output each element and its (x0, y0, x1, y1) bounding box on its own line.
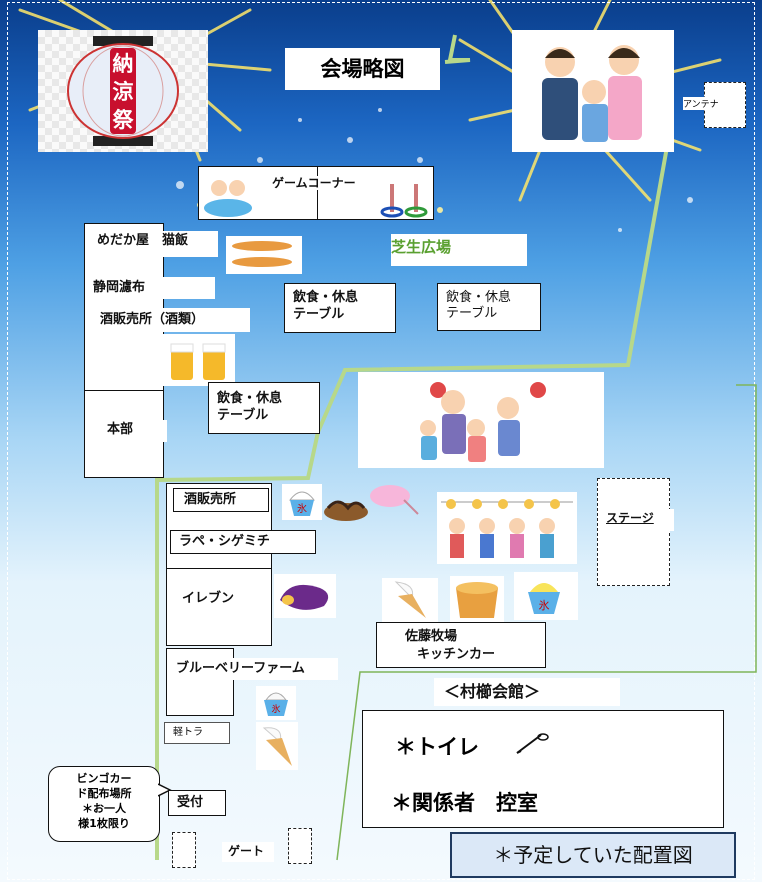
table-2-line1: 飲食・休息 (446, 290, 512, 306)
stall-keitora: 軽トラ (164, 722, 230, 744)
stall-gate: ゲート (222, 842, 274, 862)
bingo-callout: ビンゴカー ド配布場所 ＊お一人 様1枚限り (48, 766, 160, 842)
lantern-logo: 納涼祭 (38, 30, 208, 152)
bingo-line3: ＊お一人 (82, 801, 126, 815)
ice-flag-text-3: 氷 (271, 703, 280, 715)
left-block-divider (85, 390, 163, 391)
ice-flag-text-2: 氷 (539, 599, 550, 612)
bingo-line1: ビンゴカー (76, 772, 132, 785)
sato-line2: キッチンカー (417, 647, 496, 663)
game-corner-divider (317, 167, 318, 219)
shaved-ice-icon-1: 氷 (282, 484, 322, 520)
map-border (7, 2, 755, 880)
stall-honbu: 本部 (85, 420, 167, 442)
table-1-line1: 飲食・休息 (293, 290, 359, 306)
festival-crowd-illustration (358, 372, 604, 468)
table-3-line1: 飲食・休息 (217, 391, 283, 407)
shaved-ice-icon-2: 氷 (514, 572, 578, 620)
game-corner-label: ゲームコーナー (272, 176, 356, 191)
table-2: 飲食・休息 テーブル (437, 283, 541, 331)
gate-post-right (288, 828, 312, 864)
sweet-potato-icon (274, 574, 336, 618)
beer-icon (163, 334, 235, 386)
soft-cream-icon-1 (382, 578, 438, 622)
pool-icon (204, 180, 252, 217)
stage-area (597, 478, 670, 586)
sato-kitchen-car: 佐藤牧場 キッチンカー (376, 622, 546, 668)
stall-blueberry: ブルーベリーファーム (170, 658, 338, 680)
stall-stage: ステージ (602, 509, 674, 531)
page-title: 会場略図 (285, 48, 440, 90)
table-1-line2: テーブル (293, 307, 345, 323)
planned-layout-note: ＊予定していた配置図 (450, 832, 736, 878)
sato-line1: 佐藤牧場 (405, 629, 458, 645)
stall-sakaya-mid: 酒販売所 (173, 488, 269, 512)
shaved-ice-icon-3: 氷 (256, 686, 296, 720)
gate-post-left (172, 832, 196, 868)
hall-title: ＜村櫛会館＞ (434, 678, 620, 706)
pen-icon (516, 733, 549, 754)
stall-shizuoka: 静岡濾布 (85, 277, 215, 299)
pudding-icon (450, 576, 504, 622)
hall-box: ＊トイレ ＊関係者 控室 (362, 710, 724, 828)
table-3-line2: テーブル (217, 408, 269, 424)
cotton-candy-icon (370, 485, 419, 515)
soft-cream-icon-2 (256, 722, 298, 770)
lantern-text: 納涼祭 (112, 52, 134, 132)
fish-grill-icon (226, 236, 302, 274)
dancing-kids-illustration (437, 492, 577, 564)
table-1: 飲食・休息 テーブル (284, 283, 396, 333)
ice-flag-text-1: 氷 (297, 502, 307, 515)
table-3: 飲食・休息 テーブル (208, 382, 320, 434)
stall-rape: ラペ・シゲミチ (170, 530, 316, 554)
table-2-line2: テーブル (446, 306, 498, 322)
stall-sakaya-top: 酒販売所（酒類） (92, 308, 250, 332)
hall-toilet: ＊トイレ (395, 735, 479, 759)
stall-medaka: めだか屋 猫飯 (93, 231, 218, 257)
stall-eleven: イレブン (178, 588, 268, 610)
stall-uketsuke: 受付 (168, 790, 226, 816)
antenna-marker: アンテナ (683, 82, 746, 128)
shibafu-label: 芝生広場 (391, 234, 527, 266)
family-illustration (512, 30, 674, 152)
yakisoba-icon (324, 500, 368, 521)
ring-toss-icon (380, 184, 428, 218)
bingo-line2: ド配布場所 (76, 786, 132, 800)
hall-staff-room: ＊関係者 控室 (391, 791, 538, 815)
antenna-label: アンテナ (683, 97, 719, 110)
bingo-line4: 様1枚限り (78, 816, 130, 830)
